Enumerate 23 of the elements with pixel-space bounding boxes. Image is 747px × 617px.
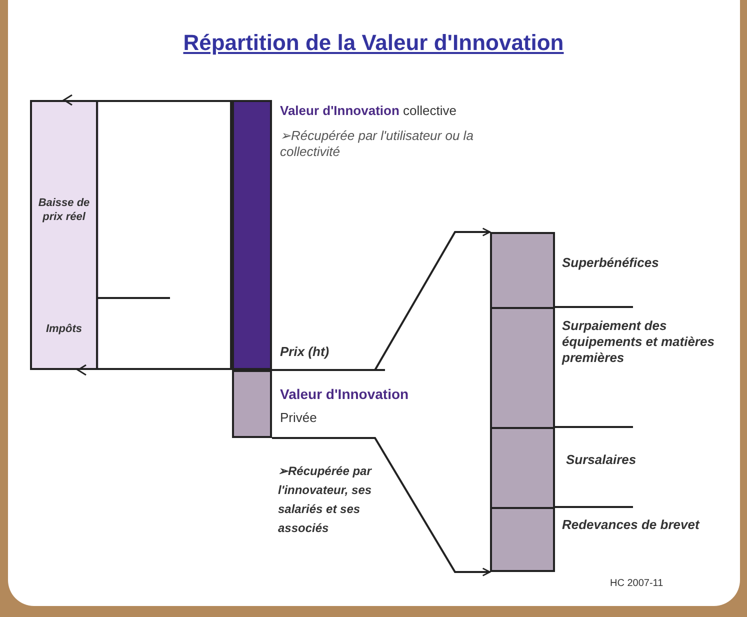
node-heading: Valeur d'Innovation: [280, 386, 410, 402]
node-heading: Sursalaires: [566, 452, 638, 468]
bar-segment: [490, 427, 555, 507]
connector-arrow: [272, 437, 491, 576]
part-label: Impôts: [44, 322, 84, 336]
node-note: ➢Récupérée par l'innovateur, ses salariés et ses associés: [278, 463, 373, 537]
part-label: Baisse de prix réel: [37, 196, 91, 224]
value-bar: [232, 100, 272, 370]
node-heading: Superbénéfices: [562, 255, 660, 271]
bar-segment: [490, 232, 555, 307]
reference-code: HC 2007-11: [610, 577, 664, 591]
node-note: Privée: [280, 410, 318, 426]
part-label: Prix (ht): [280, 344, 330, 360]
value-bar: [232, 370, 272, 438]
diagram-title: Répartition de la Valeur d'Innovation: [183, 30, 564, 55]
node-heading: Valeur d'Innovation collective: [280, 103, 458, 119]
outline-box: [30, 100, 232, 370]
connector-arrow: [272, 228, 491, 371]
node-note: ➢Récupérée par l'utilisateur ou la collectivité: [280, 128, 474, 160]
bar-segment: [490, 307, 555, 427]
bar-segment: [490, 507, 555, 572]
node-heading: Surpaiement des équipements et matières premières: [562, 318, 716, 366]
node-heading: Redevances de brevet: [562, 517, 701, 533]
